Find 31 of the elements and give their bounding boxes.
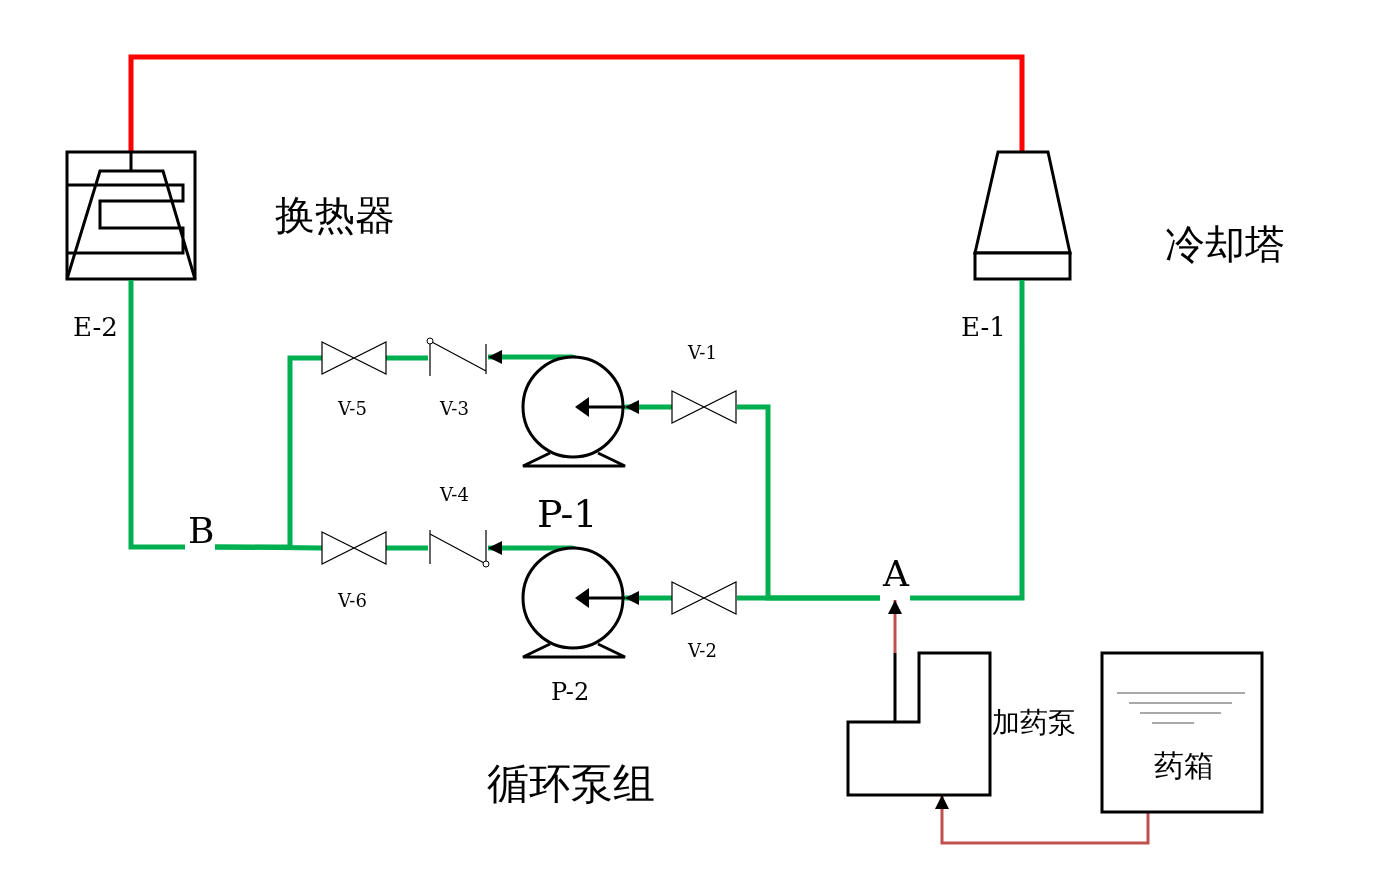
equipment-name: 加药泵 xyxy=(992,709,1076,737)
flow-arrow xyxy=(625,400,672,414)
pipe-line xyxy=(215,355,322,550)
flow-arrow xyxy=(888,600,902,653)
pipe-line xyxy=(910,345,1025,601)
flow-arrow xyxy=(935,795,1150,845)
flow-arrow xyxy=(488,541,576,555)
junction-label: A xyxy=(883,556,909,592)
equipment-tag: E-1 xyxy=(961,314,1006,340)
valve-tag: V-3 xyxy=(440,400,469,418)
equipment-name: 药箱 xyxy=(1154,751,1214,781)
pump-tag: P-1 xyxy=(537,495,598,533)
valve-tag: V-5 xyxy=(338,400,367,418)
pipe-line xyxy=(386,545,428,551)
valve-tag: V-2 xyxy=(688,642,717,660)
pipe-line xyxy=(737,595,880,601)
group-label: 循环泵组 xyxy=(487,763,655,805)
pipe-line xyxy=(386,355,428,361)
pipe-line xyxy=(128,54,1025,152)
equipment-name: 换热器 xyxy=(275,195,395,235)
valve-tag: V-6 xyxy=(338,592,367,610)
flow-arrow xyxy=(488,350,576,364)
pump-tag: P-2 xyxy=(551,680,590,704)
junction-label: B xyxy=(188,513,215,549)
flow-arrow xyxy=(625,591,672,605)
valve-tag: V-1 xyxy=(688,344,717,362)
valve-tag: V-4 xyxy=(440,486,469,504)
equipment-name: 冷却塔 xyxy=(1165,224,1285,264)
equipment-tag: E-2 xyxy=(73,314,118,340)
pipe-line xyxy=(214,544,323,551)
pipe-line xyxy=(128,345,185,550)
